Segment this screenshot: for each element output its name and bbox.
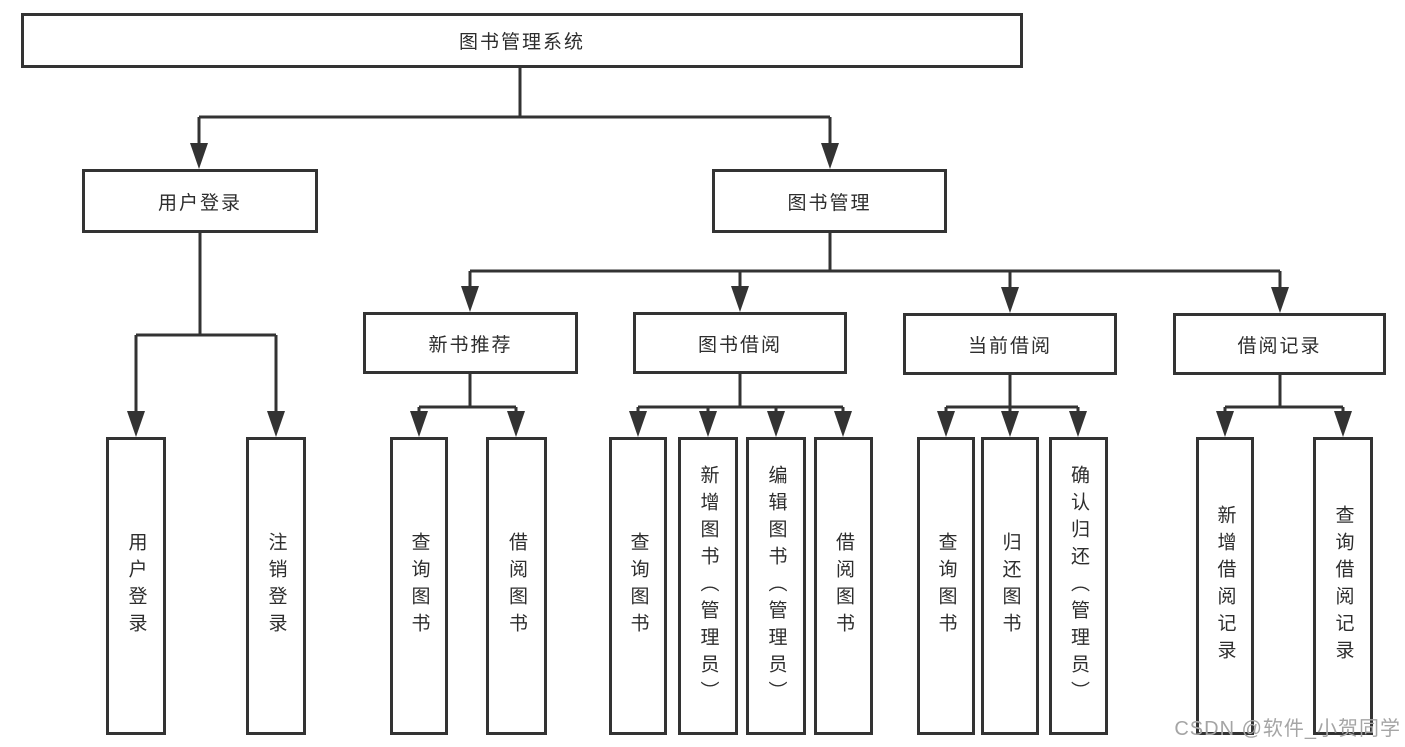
node-root-system: 图书管理系统 [21,13,1023,68]
node-book-borrow: 图书借阅 [633,312,847,374]
leaf-add-borrow-record: 新增借阅记录 [1196,437,1254,735]
leaf-confirm-return-admin-label: 确认归还（管理员） [1068,464,1089,708]
leaf-logout-label: 注销登录 [265,532,287,640]
leaf-query-borrow-record-label: 查询借阅记录 [1332,505,1354,667]
leaf-user-login: 用户登录 [106,437,166,735]
leaf-query-books-2-label: 查询图书 [627,532,649,640]
leaf-query-books-1: 查询图书 [390,437,448,735]
node-current-borrow: 当前借阅 [903,313,1117,375]
leaf-query-books-2: 查询图书 [609,437,667,735]
node-book-management-label: 图书管理 [787,192,872,214]
leaf-user-login-label: 用户登录 [125,532,147,640]
node-root-label: 图书管理系统 [458,32,585,53]
node-current-borrow-label: 当前借阅 [967,335,1052,357]
leaf-query-books-3-label: 查询图书 [935,532,957,640]
leaf-add-books-admin: 新增图书（管理员） [678,437,738,735]
leaf-logout: 注销登录 [246,437,306,735]
leaf-edit-books-admin-label: 编辑图书（管理员） [765,464,787,708]
leaf-return-books-label: 归还图书 [999,532,1021,640]
leaf-edit-books-admin: 编辑图书（管理员） [746,437,806,735]
leaf-borrow-books-2-label: 借阅图书 [833,532,854,640]
node-new-book-recommend: 新书推荐 [363,312,578,374]
leaf-borrow-books-1: 借阅图书 [486,437,547,735]
node-borrow-record-label: 借阅记录 [1237,335,1322,357]
node-user-login: 用户登录 [82,169,318,233]
node-borrow-record: 借阅记录 [1173,313,1386,375]
leaf-add-borrow-record-label: 新增借阅记录 [1214,505,1236,667]
leaf-borrow-books-1-label: 借阅图书 [506,532,527,640]
csdn-watermark: CSDN @软件_小贺同学 [1174,718,1401,740]
leaf-borrow-books-2: 借阅图书 [814,437,873,735]
leaf-query-borrow-record: 查询借阅记录 [1313,437,1373,735]
leaf-query-books-3: 查询图书 [917,437,975,735]
node-user-login-label: 用户登录 [157,192,242,214]
leaf-query-books-1-label: 查询图书 [408,532,430,640]
arrowhead-icons [127,143,1352,437]
leaf-confirm-return-admin: 确认归还（管理员） [1049,437,1108,735]
node-new-book-recommend-label: 新书推荐 [428,334,513,356]
leaf-return-books: 归还图书 [981,437,1039,735]
node-book-borrow-label: 图书借阅 [697,334,782,356]
node-book-management: 图书管理 [712,169,947,233]
leaf-add-books-admin-label: 新增图书（管理员） [697,464,719,708]
